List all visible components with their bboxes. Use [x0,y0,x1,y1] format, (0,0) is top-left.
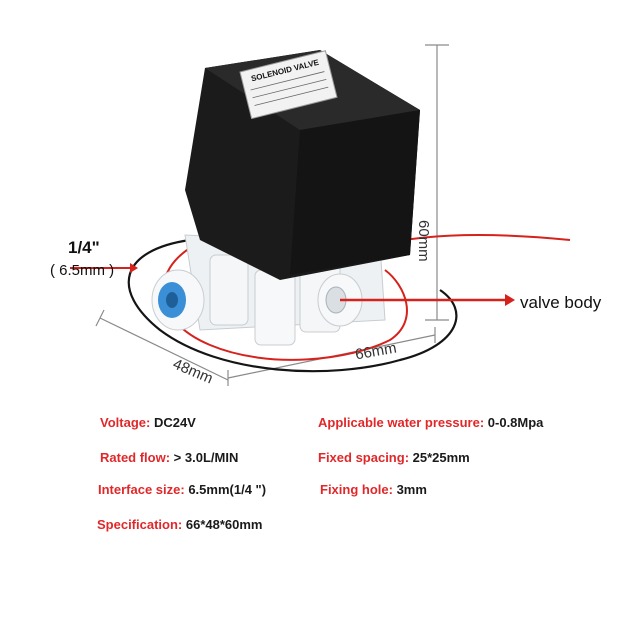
spec-rated-flow: Rated flow: > 3.0L/MIN [100,450,238,465]
black-wire [127,238,458,373]
spec-fixing-hole: Fixing hole: 3mm [320,482,427,497]
spec-interface-size-label: Interface size: [98,482,189,497]
port-size-label: 1/4" [68,238,100,257]
spec-specification-value: 66*48*60mm [185,517,263,532]
spec-voltage: Voltage: DC24V [100,415,196,430]
spec-fixing-hole-label: Fixing hole: [320,482,397,497]
arrow-right-icon [340,294,515,306]
height-label: 60mm [415,220,432,262]
spec-specification-label: Specification: [97,517,186,532]
depth-dimension-line [95,309,229,381]
height-dimension-line [425,44,449,321]
spec-water-pressure-value: 0-0.8Mpa [487,415,544,430]
valve-body-label: valve body [520,293,602,312]
arrow-left-icon [70,263,138,273]
spec-fixed-spacing: Fixed spacing: 25*25mm [318,450,470,465]
spec-fixing-hole-value: 3mm [396,482,427,497]
coil-housing: SOLENOID VALVE [185,50,420,280]
spec-voltage-label: Voltage: [100,415,154,430]
spec-interface-size-value: 6.5mm(1/4 ") [188,482,267,497]
spec-water-pressure-label: Applicable water pressure: [318,415,488,430]
spec-fixed-spacing-label: Fixed spacing: [318,450,413,465]
spec-interface-size: Interface size: 6.5mm(1/4 ") [98,482,266,497]
spec-rated-flow-label: Rated flow: [100,450,174,465]
spec-water-pressure: Applicable water pressure: 0-0.8Mpa [318,415,543,430]
spec-voltage-value: DC24V [153,415,196,430]
product-illustration: SOLENOID VALVE [70,44,571,386]
product-sticker [239,50,338,120]
port-size-mm-label: ( 6.5mm ) [50,262,115,279]
spec-rated-flow-value: > 3.0L/MIN [173,450,239,465]
spec-specification: Specification: 66*48*60mm [97,517,262,532]
spec-fixed-spacing-value: 25*25mm [412,450,470,465]
